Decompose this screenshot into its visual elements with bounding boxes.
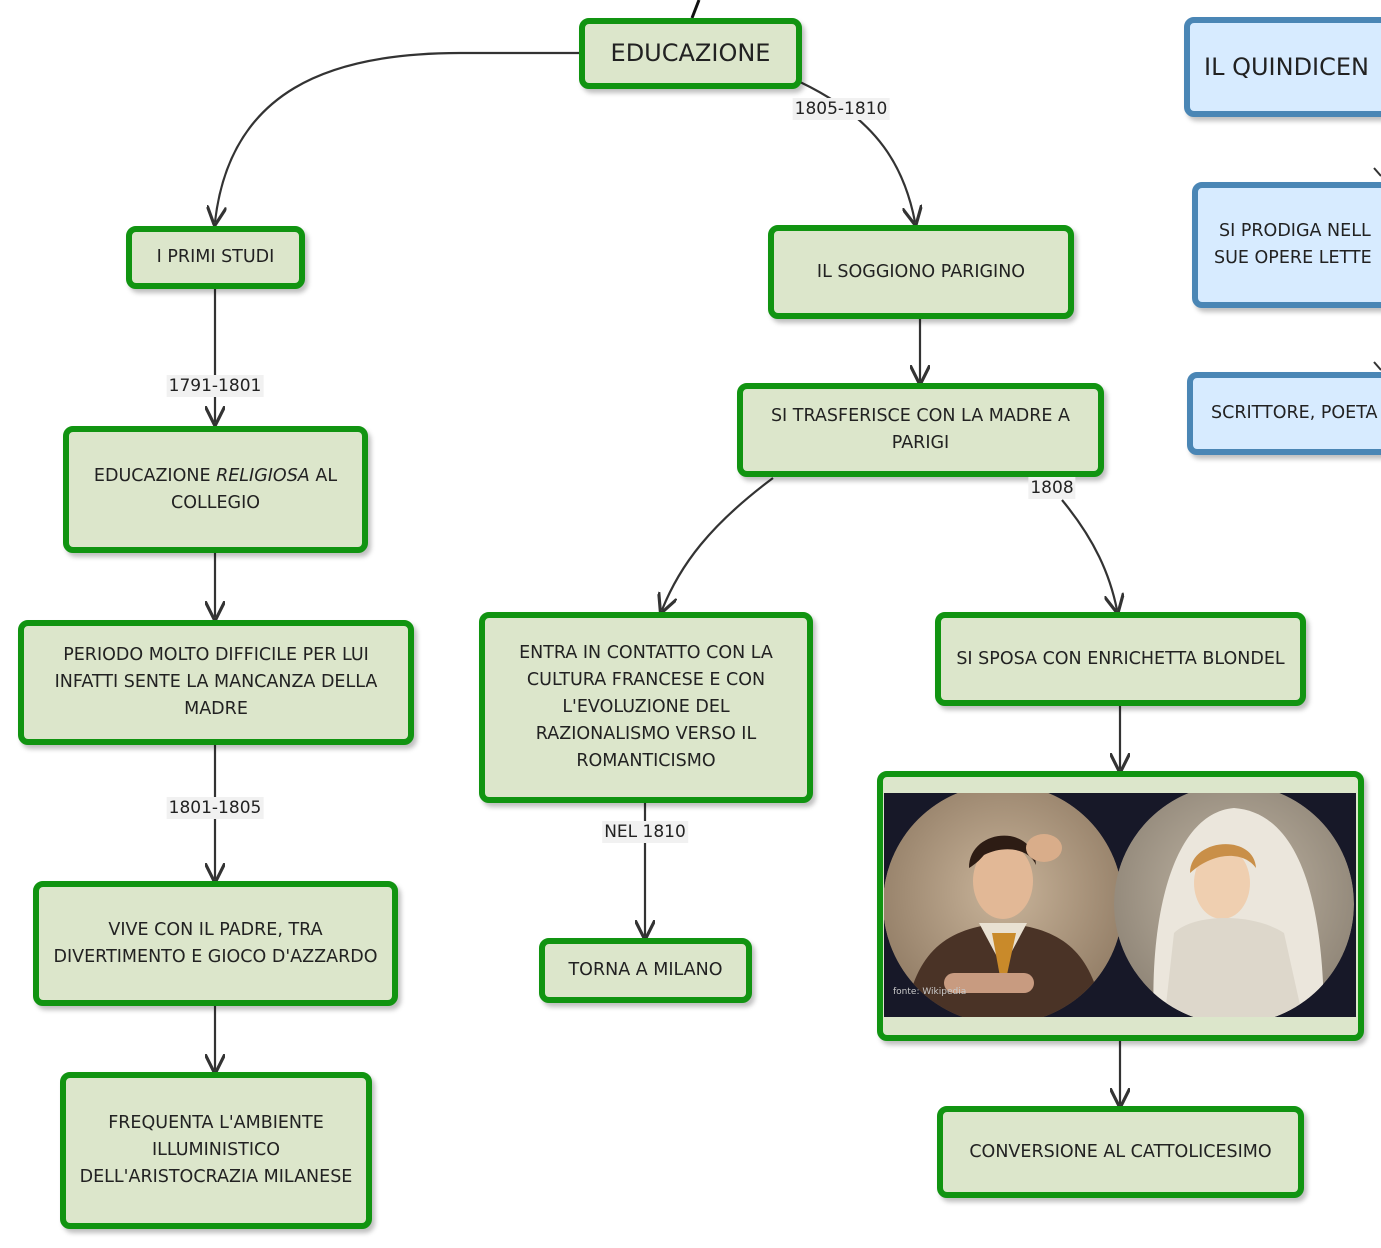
portrait-image: fonte: Wikipedia (884, 793, 1356, 1017)
node-conversione[interactable]: CONVERSIONE AL CATTOLICESIMO (937, 1106, 1304, 1198)
religiosa-post-text: AL COLLEGIO (170, 465, 338, 513)
edge-trasferisce-contatto (662, 477, 774, 610)
prodiga-line-2: SUE OPERE LETTE (1214, 248, 1372, 268)
node-vive-padre[interactable]: VIVE CON IL PADRE, TRA DIVERTIMENTO E GI… (33, 881, 398, 1006)
node-quindicennio[interactable]: IL QUINDICEN (1184, 17, 1381, 117)
node-trasferisce[interactable]: SI TRASFERISCE CON LA MADRE A PARIGI (737, 383, 1104, 477)
edge-label-1791-1801: 1791-1801 (166, 375, 264, 397)
prodiga-line-1: SI PRODIGA NELL (1219, 221, 1371, 241)
node-contatto[interactable]: ENTRA IN CONTATTO CON LA CULTURA FRANCES… (479, 612, 813, 803)
node-educazione-religiosa[interactable]: EDUCAZIONE RELIGIOSA AL COLLEGIO (63, 426, 368, 553)
node-primi-studi[interactable]: I PRIMI STUDI (126, 226, 305, 289)
portraits-drawing (884, 793, 1354, 1017)
node-torna-milano[interactable]: TORNA A MILANO (539, 938, 752, 1003)
node-educazione-religiosa-text: EDUCAZIONE RELIGIOSA AL COLLEGIO (77, 463, 354, 517)
edge-label-1801-1805: 1801-1805 (166, 797, 264, 819)
religiosa-emphasis: RELIGIOSA (216, 465, 310, 486)
edge-educazione-soggiorno (799, 81, 915, 222)
node-sposa[interactable]: SI SPOSA CON ENRICHETTA BLONDEL (935, 612, 1306, 706)
portrait-man (884, 793, 1123, 1017)
edge-label-nel-1810: NEL 1810 (602, 821, 688, 843)
node-scrittore[interactable]: SCRITTORE, POETA (1187, 372, 1381, 455)
image-source-caption: fonte: Wikipedia (893, 987, 967, 997)
node-soggiorno-parigino[interactable]: IL SOGGIONO PARIGINO (768, 225, 1074, 319)
quindicennio-text: IL QUINDICEN (1204, 52, 1369, 81)
religiosa-pre-text: EDUCAZIONE (93, 465, 217, 486)
scrittore-text: SCRITTORE, POETA (1211, 403, 1378, 423)
edge-right-1 (1373, 167, 1381, 177)
node-periodo-difficile[interactable]: PERIODO MOLTO DIFFICILE PER LUI INFATTI … (18, 620, 414, 745)
prodiga-text: SI PRODIGA NELL SUE OPERE LETTE (1214, 218, 1372, 272)
portrait-woman (1114, 793, 1354, 1017)
edge-label-1808: 1808 (1028, 477, 1076, 499)
edge-label-1805-1810: 1805-1810 (792, 98, 890, 120)
node-frequenta[interactable]: FREQUENTA L'AMBIENTE ILLUMINISTICO DELL'… (60, 1072, 372, 1229)
edge-top-incoming (690, 0, 701, 19)
node-educazione[interactable]: EDUCAZIONE (579, 18, 802, 89)
node-prodiga[interactable]: SI PRODIGA NELL SUE OPERE LETTE (1192, 182, 1381, 308)
edge-educazione-primi-studi (215, 51, 580, 222)
edge-right-2 (1373, 361, 1381, 371)
edge-trasferisce-sposa (1061, 499, 1117, 610)
